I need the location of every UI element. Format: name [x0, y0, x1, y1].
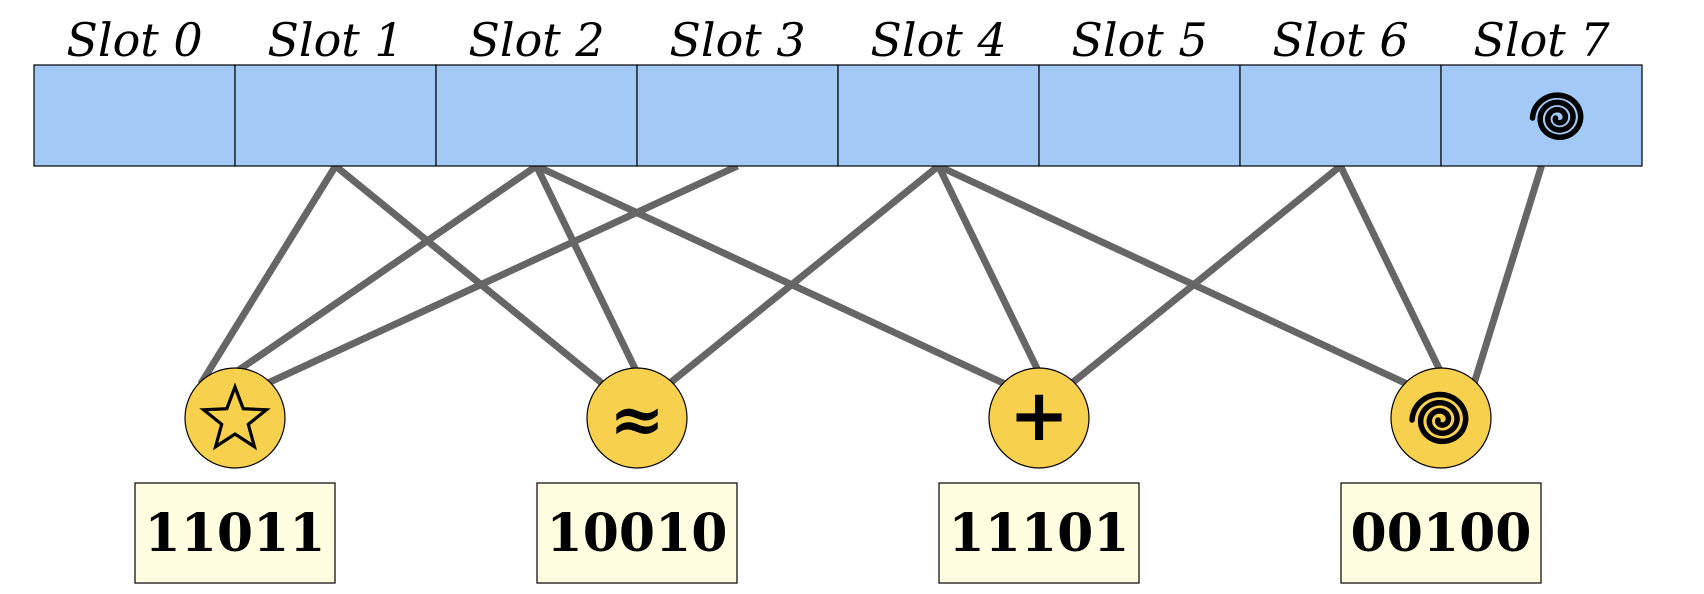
slot-row: Slot 0 Slot 1 Slot 2 Slot 3 Slot 4 Slot 5 Slot… [33, 13, 1643, 167]
slot-label-7: Slot 7 [1473, 13, 1610, 67]
edge-plus-slot-2 [535, 162, 1007, 387]
slot-label-4: Slot 4 [870, 13, 1006, 67]
code-text-spiral: 00100 [1351, 503, 1532, 564]
item-node-approx [586, 367, 688, 469]
spiral-icon [1409, 391, 1469, 445]
star-icon [199, 382, 271, 451]
code-box-approx [536, 482, 738, 584]
slot-label-6: Slot 6 [1272, 13, 1408, 67]
edge-plus-slot-6 [1070, 163, 1343, 386]
slot-cell-2 [435, 64, 638, 167]
svg-text:+: + [1009, 372, 1069, 457]
item-node-plus [988, 367, 1090, 469]
edge-layer [197, 162, 1545, 387]
code-box-spiral [1340, 482, 1542, 584]
edge-approx-slot-2 [533, 164, 641, 375]
code-text-plus: 11101 [949, 503, 1130, 564]
slot-label-2: Slot 2 [468, 13, 604, 67]
slot-label-3: Slot 3 [669, 13, 805, 67]
svg-text:≈: ≈ [609, 380, 664, 458]
code-text-approx: 10010 [547, 503, 728, 564]
slot-label-1: Slot 1 [267, 13, 403, 67]
edge-star-slot-2 [233, 163, 539, 376]
edge-plus-slot-4 [935, 164, 1043, 375]
code-box-star [134, 482, 336, 584]
slot-cell-5 [1038, 64, 1241, 167]
code-box-plus [938, 482, 1140, 584]
code-text-star: 11011 [145, 503, 326, 564]
edge-star-slot-1 [197, 164, 339, 386]
slot-cell-0 [33, 64, 236, 167]
slot-cell-1 [234, 64, 437, 167]
slot-cell-4 [837, 64, 1040, 167]
item-node-star [184, 367, 286, 469]
edge-spiral-slot-7 [1470, 164, 1545, 384]
edge-spiral-slot-4 [937, 162, 1409, 387]
slot-cell-3 [636, 64, 839, 167]
plus-icon: + [1009, 372, 1069, 457]
item-node-spiral [1390, 367, 1492, 469]
approx-icon: ≈ [609, 380, 664, 458]
slot-label-5: Slot 5 [1071, 13, 1207, 67]
edge-star-slot-3 [266, 162, 739, 387]
edge-spiral-slot-6 [1337, 164, 1445, 375]
slot-7-spiral-icon [1529, 92, 1584, 140]
edge-approx-slot-4 [668, 163, 941, 386]
slot-label-0: Slot 0 [66, 13, 202, 67]
edge-approx-slot-1 [333, 163, 606, 387]
slot-cell-6 [1239, 64, 1442, 167]
item-layer: 11011 ≈10010 +11101 00100 [134, 367, 1542, 584]
